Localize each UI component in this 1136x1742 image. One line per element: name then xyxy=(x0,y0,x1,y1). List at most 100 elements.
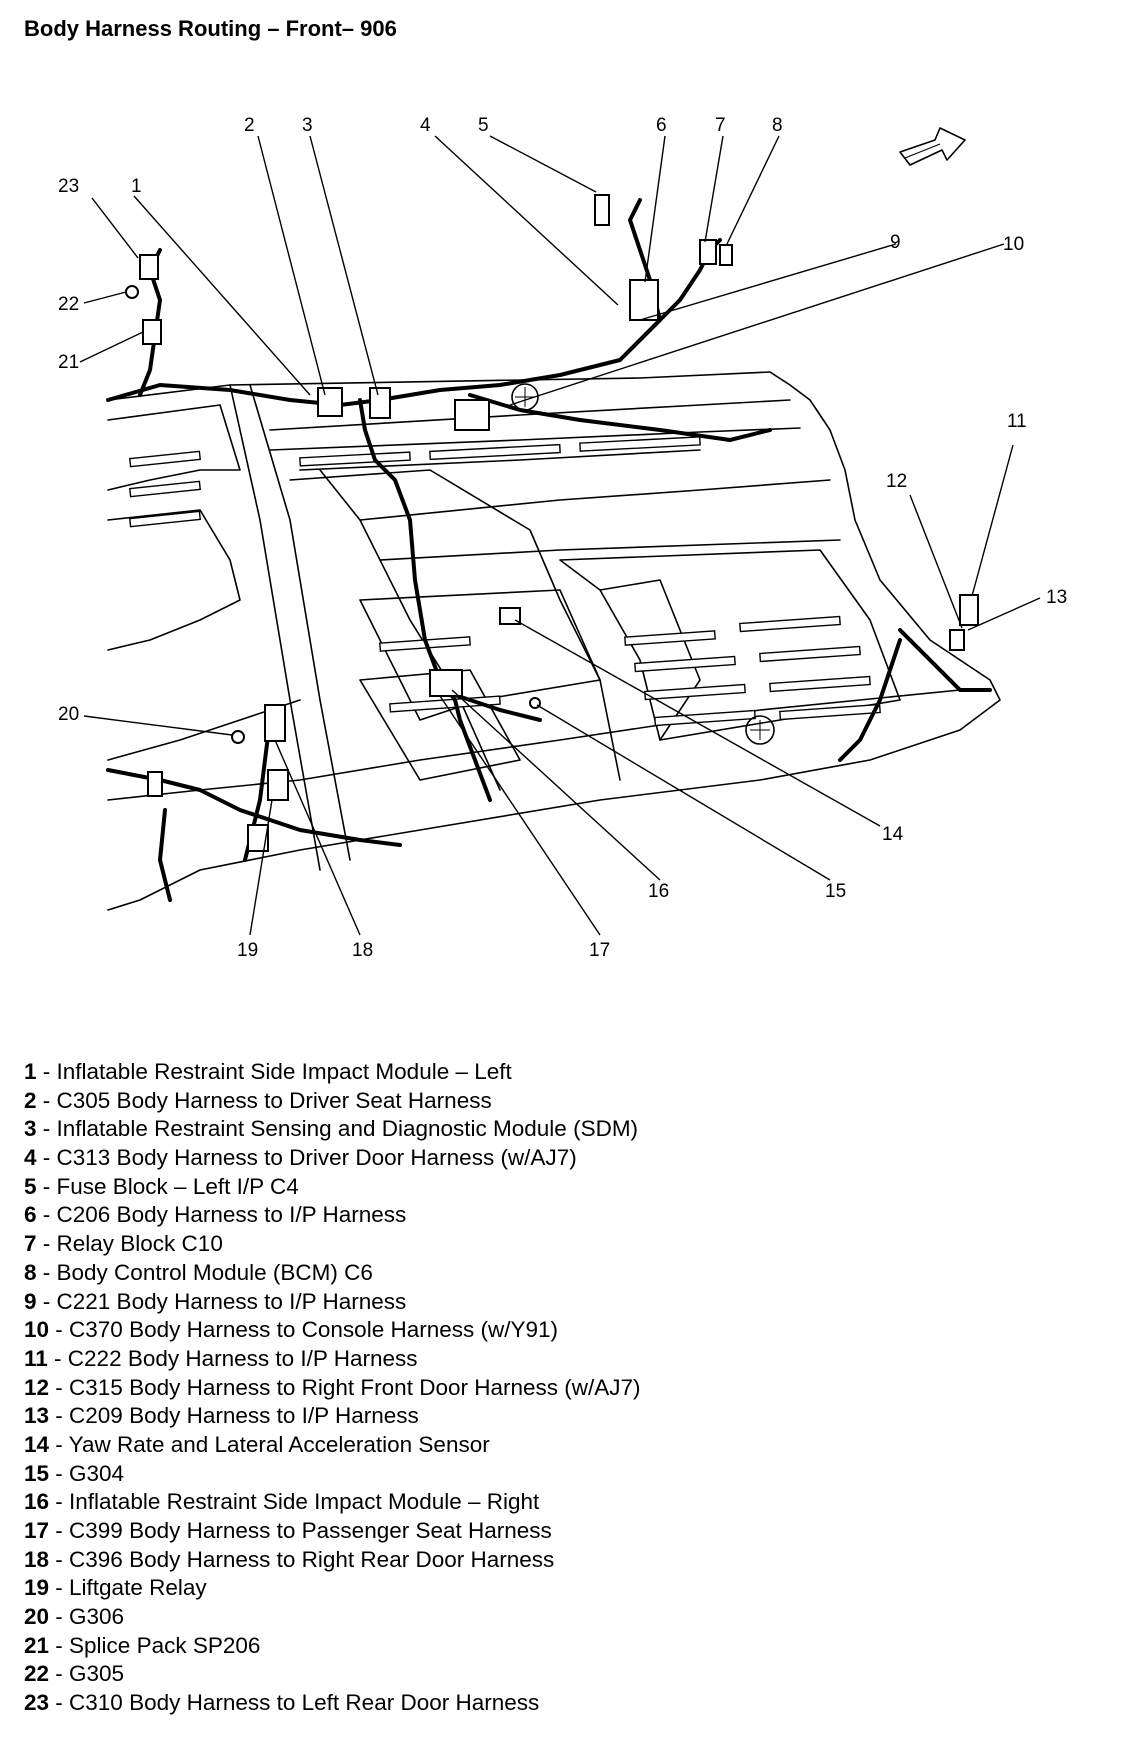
legend-separator: - xyxy=(36,1116,57,1142)
legend-text: C396 Body Harness to Right Rear Door Har… xyxy=(69,1546,555,1572)
legend-item: 13 - C209 Body Harness to I/P Harness xyxy=(24,1402,1114,1431)
legend-item: 14 - Yaw Rate and Lateral Acceleration S… xyxy=(24,1431,1114,1460)
legend-text: C313 Body Harness to Driver Door Harness… xyxy=(56,1145,577,1171)
callout-10: 10 xyxy=(1003,234,1024,255)
legend: 1 - Inflatable Restraint Side Impact Mod… xyxy=(24,1058,1114,1718)
leader-lines xyxy=(79,135,1041,936)
legend-text: Yaw Rate and Lateral Acceleration Sensor xyxy=(68,1431,490,1457)
legend-item: 20 - G306 xyxy=(24,1603,1114,1632)
callout-19: 19 xyxy=(237,940,258,961)
legend-separator: - xyxy=(36,1087,57,1113)
legend-text: Inflatable Restraint Side Impact Module … xyxy=(69,1489,540,1515)
callout-7: 7 xyxy=(715,115,726,136)
legend-separator: - xyxy=(36,1288,57,1314)
legend-text: C305 Body Harness to Driver Seat Harness xyxy=(56,1087,492,1113)
legend-separator: - xyxy=(49,1317,70,1343)
legend-number: 2 xyxy=(24,1087,37,1113)
legend-text: C206 Body Harness to I/P Harness xyxy=(56,1202,407,1228)
legend-number: 23 xyxy=(24,1690,50,1716)
legend-number: 13 xyxy=(24,1403,50,1429)
legend-text: Inflatable Restraint Side Impact Module … xyxy=(56,1059,512,1084)
legend-text: C209 Body Harness to I/P Harness xyxy=(69,1403,419,1429)
legend-separator: - xyxy=(49,1374,70,1400)
callout-14: 14 xyxy=(882,824,904,845)
callout-3: 3 xyxy=(302,115,313,136)
callout-12: 12 xyxy=(886,471,907,492)
callout-15: 15 xyxy=(825,881,846,902)
legend-number: 4 xyxy=(24,1145,37,1171)
legend-separator: - xyxy=(49,1690,70,1716)
legend-item: 16 - Inflatable Restraint Side Impact Mo… xyxy=(24,1488,1114,1517)
legend-number: 1 xyxy=(24,1059,37,1084)
legend-separator: - xyxy=(49,1546,70,1572)
legend-number: 6 xyxy=(24,1202,37,1228)
legend-separator: - xyxy=(49,1460,70,1486)
legend-number: 22 xyxy=(24,1661,50,1687)
legend-text: C221 Body Harness to I/P Harness xyxy=(56,1288,407,1314)
legend-separator: - xyxy=(49,1632,70,1658)
floor-pan xyxy=(107,371,1001,911)
legend-text: G305 xyxy=(69,1661,125,1687)
callout-5: 5 xyxy=(478,115,489,136)
page-title: Body Harness Routing – Front– 906 xyxy=(24,16,397,41)
legend-number: 12 xyxy=(24,1374,50,1400)
callout-13: 13 xyxy=(1046,587,1067,608)
legend-item: 21 - Splice Pack SP206 xyxy=(24,1632,1114,1661)
legend-text: G304 xyxy=(69,1460,125,1486)
legend-number: 19 xyxy=(24,1575,50,1601)
legend-item: 2 - C305 Body Harness to Driver Seat Har… xyxy=(24,1087,1114,1116)
callout-labels: 1 2 3 4 5 6 7 8 9 10 11 12 13 14 15 16 1… xyxy=(58,115,1067,961)
legend-text: C222 Body Harness to I/P Harness xyxy=(67,1345,418,1371)
legend-number: 20 xyxy=(24,1604,50,1630)
front-direction-arrow-icon xyxy=(899,127,966,166)
legend-item: 23 - C310 Body Harness to Left Rear Door… xyxy=(24,1689,1114,1718)
legend-number: 11 xyxy=(24,1345,48,1371)
legend-separator: - xyxy=(49,1518,70,1543)
legend-separator: - xyxy=(49,1431,69,1457)
legend-item: 12 - C315 Body Harness to Right Front Do… xyxy=(24,1374,1114,1403)
legend-text: G306 xyxy=(69,1604,125,1630)
legend-separator: - xyxy=(47,1345,68,1371)
legend-number: 15 xyxy=(24,1460,50,1486)
legend-separator: - xyxy=(49,1575,70,1601)
legend-text: C310 Body Harness to Left Rear Door Harn… xyxy=(69,1690,540,1716)
callout-18: 18 xyxy=(352,940,373,961)
legend-number: 7 xyxy=(24,1231,37,1257)
callout-6: 6 xyxy=(656,115,667,136)
legend-separator: - xyxy=(49,1604,70,1630)
legend-number: 3 xyxy=(24,1116,37,1142)
legend-separator: - xyxy=(36,1059,57,1084)
callout-20: 20 xyxy=(58,704,79,725)
legend-text: Fuse Block – Left I/P C4 xyxy=(56,1173,299,1199)
legend-text: C370 Body Harness to Console Harness (w/… xyxy=(69,1317,559,1343)
legend-item: 19 - Liftgate Relay xyxy=(24,1574,1114,1603)
legend-item: 10 - C370 Body Harness to Console Harnes… xyxy=(24,1316,1114,1345)
callout-17: 17 xyxy=(589,940,610,961)
legend-separator: - xyxy=(36,1259,57,1285)
legend-number: 18 xyxy=(24,1546,50,1572)
legend-number: 17 xyxy=(24,1518,50,1543)
legend-item: 3 - Inflatable Restraint Sensing and Dia… xyxy=(24,1115,1114,1144)
legend-separator: - xyxy=(49,1661,70,1687)
legend-number: 5 xyxy=(24,1173,37,1199)
legend-text: Splice Pack SP206 xyxy=(69,1632,261,1658)
callout-2: 2 xyxy=(244,115,255,136)
legend-number: 8 xyxy=(24,1259,37,1285)
legend-item: 9 - C221 Body Harness to I/P Harness xyxy=(24,1288,1114,1317)
legend-item: 6 - C206 Body Harness to I/P Harness xyxy=(24,1201,1114,1230)
legend-item: 11 - C222 Body Harness to I/P Harness xyxy=(24,1345,1114,1374)
callout-1: 1 xyxy=(131,176,142,197)
legend-item: 22 - G305 xyxy=(24,1660,1114,1689)
legend-text: Body Control Module (BCM) C6 xyxy=(56,1259,373,1285)
legend-number: 16 xyxy=(24,1489,50,1515)
legend-item: 5 - Fuse Block – Left I/P C4 xyxy=(24,1173,1114,1202)
legend-separator: - xyxy=(49,1403,70,1429)
callout-16: 16 xyxy=(648,881,669,902)
callout-8: 8 xyxy=(772,115,783,136)
callout-22: 22 xyxy=(58,294,79,315)
callout-9: 9 xyxy=(890,232,901,253)
legend-item: 18 - C396 Body Harness to Right Rear Doo… xyxy=(24,1546,1114,1575)
legend-number: 10 xyxy=(24,1317,50,1343)
legend-text: Inflatable Restraint Sensing and Diagnos… xyxy=(56,1116,639,1142)
legend-item: 17 - C399 Body Harness to Passenger Seat… xyxy=(24,1517,1114,1546)
